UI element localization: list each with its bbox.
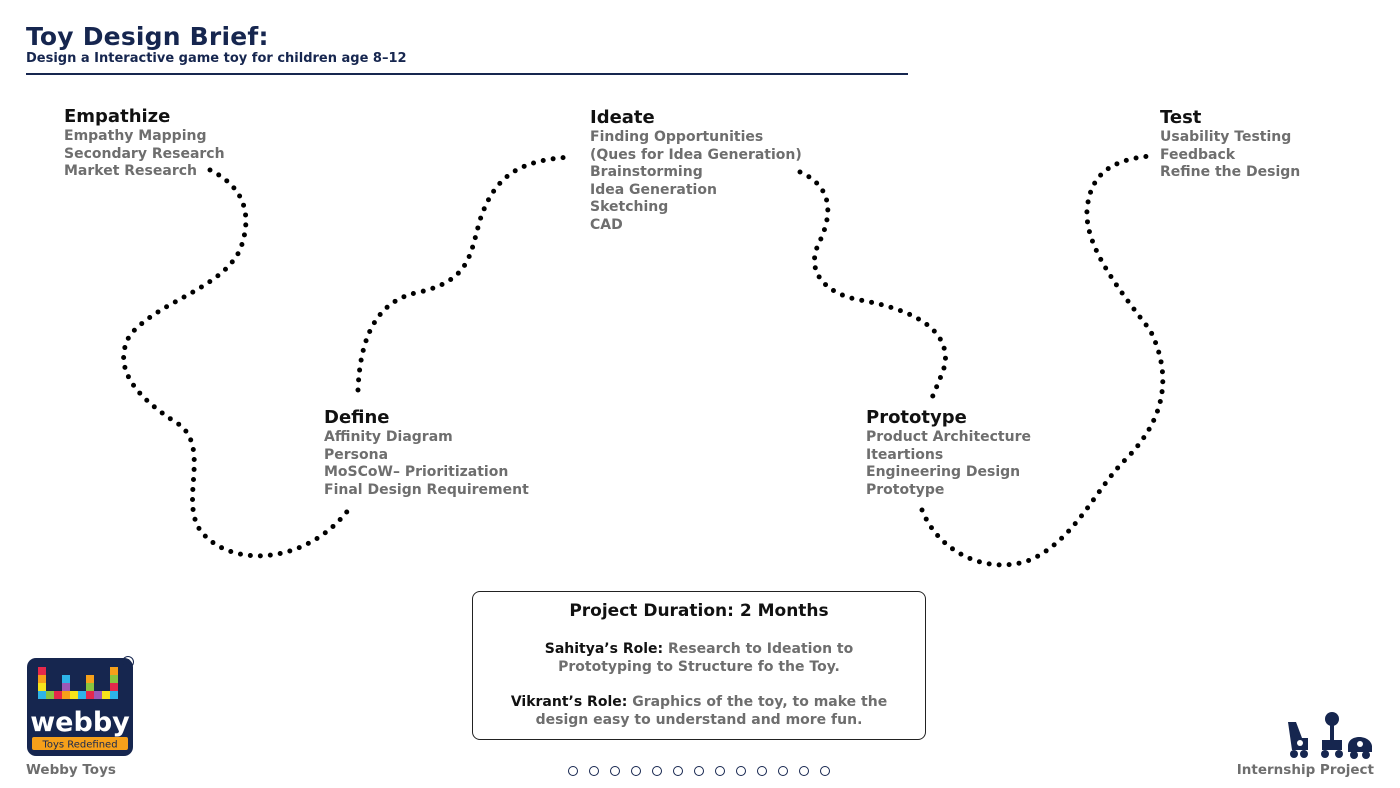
pagination-dot[interactable] — [757, 766, 767, 776]
stage-item: Product Architecture — [866, 429, 1031, 445]
stage-items: Usability Testing Feedback Refine the De… — [1160, 129, 1300, 182]
stage-item: Prototype — [866, 481, 945, 498]
registered-mark: R — [122, 656, 134, 668]
page-subtitle: Design a Interactive game toy for childr… — [26, 51, 407, 66]
pagination-dot[interactable] — [820, 766, 830, 776]
pagination-dot[interactable] — [715, 766, 725, 776]
stage-items: Empathy Mapping Secondary Research Marke… — [64, 128, 225, 181]
path-prototype-to-test — [919, 153, 1166, 568]
pagination-dot[interactable] — [652, 766, 662, 776]
stage-items: Product Architecture Iteartions Engineer… — [866, 429, 1031, 499]
page-title: Toy Design Brief: — [26, 22, 269, 51]
stage-item: Refine the Design — [1160, 164, 1301, 180]
stage-item: Iteartions — [866, 446, 944, 463]
stage-item: Feedback — [1160, 146, 1236, 163]
pagination-dot[interactable] — [589, 766, 599, 776]
stage-items: Affinity Diagram Persona MoSCoW– Priorit… — [324, 429, 529, 499]
role-line: Vikrant’s Role: Graphics of the toy, to … — [473, 693, 925, 729]
path-empathize-to-define — [121, 167, 355, 559]
stage-item: CAD — [590, 216, 623, 233]
role-line: Sahitya’s Role: Research to Ideation to … — [473, 640, 925, 676]
project-info-box: Project Duration: 2 Months Sahitya’s Rol… — [472, 591, 926, 740]
brand-caption: Webby Toys — [26, 762, 116, 778]
stage-title: Test — [1160, 107, 1202, 128]
title-divider — [26, 73, 908, 75]
pagination-dot[interactable] — [673, 766, 683, 776]
stage-item: Secondary Research — [64, 145, 225, 162]
role-text: Research to Ideation to Prototyping to S… — [558, 641, 854, 675]
building-blocks — [38, 667, 118, 699]
footer-caption: Internship Project — [1236, 762, 1374, 778]
path-ideate-to-prototype — [797, 169, 948, 401]
pagination-dot[interactable] — [799, 766, 809, 776]
pagination-dot[interactable] — [778, 766, 788, 776]
stage-item: MoSCoW– Prioritization — [324, 464, 509, 480]
toys-illustration-icon — [1288, 712, 1372, 759]
stage-title: Prototype — [866, 407, 967, 428]
webby-logo: webby Toys Redefined — [27, 658, 133, 756]
role-name: Vikrant’s Role: — [510, 694, 628, 710]
path-define-to-ideate — [355, 154, 575, 393]
stage-item: Usability Testing — [1160, 129, 1292, 145]
pagination-dot[interactable] — [610, 766, 620, 776]
stage-item: (Ques for Idea Generation) — [590, 146, 802, 163]
stage-title: Empathize — [64, 106, 171, 127]
stage-ideate: Ideate Finding Opportunities (Ques for I… — [590, 107, 802, 234]
logo-tagline: Toys Redefined — [41, 740, 117, 751]
role-text: Graphics of the toy, to make the design … — [535, 694, 888, 728]
pagination-dot[interactable] — [694, 766, 704, 776]
stage-item: Persona — [324, 446, 389, 463]
logo-wordmark: webby — [30, 707, 130, 738]
project-duration: Project Duration: 2 Months — [569, 601, 829, 621]
stage-prototype: Prototype Product Architecture Iteartion… — [866, 407, 1031, 499]
stage-item: Idea Generation — [590, 181, 717, 198]
role-name: Sahitya’s Role: — [544, 641, 664, 657]
stage-define: Define Affinity Diagram Persona MoSCoW– … — [324, 407, 529, 499]
stage-item: Affinity Diagram — [324, 429, 453, 445]
pagination-dot[interactable] — [568, 766, 578, 776]
stage-item: Engineering Design — [866, 464, 1021, 480]
stage-item: Sketching — [590, 199, 669, 215]
stage-item: Final Design Requirement — [324, 481, 529, 498]
stage-item: Brainstorming — [590, 164, 703, 180]
stage-empathize: Empathize Empathy Mapping Secondary Rese… — [64, 106, 225, 181]
stage-item: Finding Opportunities — [590, 129, 764, 145]
stage-title: Ideate — [590, 107, 655, 128]
pagination-dot[interactable] — [631, 766, 641, 776]
stage-title: Define — [324, 407, 390, 428]
pagination-dot[interactable] — [736, 766, 746, 776]
stage-item: Market Research — [64, 163, 197, 179]
stage-item: Empathy Mapping — [64, 128, 207, 144]
stage-test: Test Usability Testing Feedback Refine t… — [1160, 107, 1300, 182]
stage-items: Finding Opportunities (Ques for Idea Gen… — [590, 129, 802, 234]
slide-pagination — [568, 766, 830, 776]
